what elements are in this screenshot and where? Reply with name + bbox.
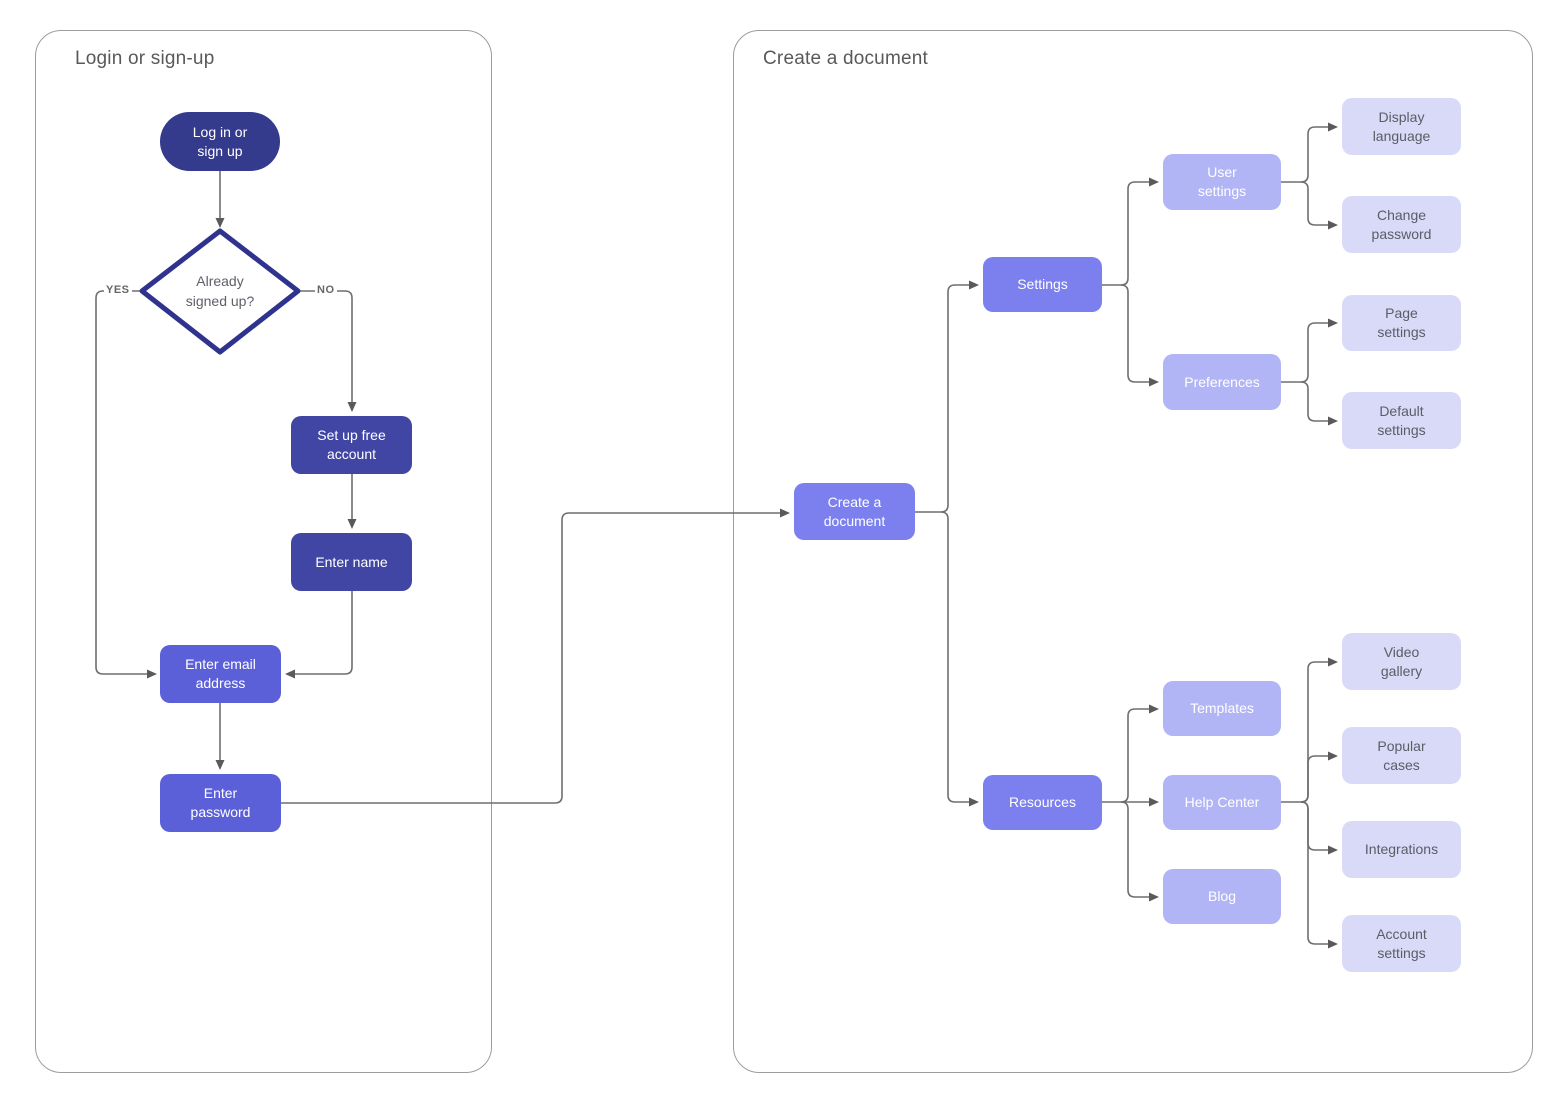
edge-label-yes: YES: [104, 284, 132, 296]
edge-to-settings: [940, 280, 979, 513]
node-change-password[interactable]: Change password: [1342, 196, 1461, 253]
edge-to-videogallery: [1300, 657, 1338, 803]
node-blog[interactable]: Blog: [1163, 869, 1281, 924]
node-help-center[interactable]: Help Center: [1163, 775, 1281, 830]
edge-to-blog: [1120, 801, 1159, 902]
node-popular-cases[interactable]: Popular cases: [1342, 727, 1461, 784]
node-set-up-free-account[interactable]: Set up free account: [291, 416, 412, 474]
edge-to-resources: [940, 511, 979, 807]
node-help-center-label: Help Center: [1184, 794, 1260, 811]
node-enter-password-label: Enter password: [190, 785, 251, 820]
node-default-settings[interactable]: Default settings: [1342, 392, 1461, 449]
edge-password-to-createdoc: [281, 508, 790, 804]
node-login-start-label: Log in or sign up: [192, 123, 248, 159]
edge-to-pagesettings: [1300, 318, 1338, 383]
node-default-settings-label: Default settings: [1377, 402, 1426, 438]
node-enter-name-label: Enter name: [315, 553, 388, 570]
node-page-settings[interactable]: Page settings: [1342, 295, 1461, 351]
node-display-language-label: Display language: [1372, 108, 1431, 144]
node-login-start[interactable]: Log in or sign up: [160, 112, 280, 171]
node-display-language[interactable]: Display language: [1342, 98, 1461, 155]
node-set-up-free-account-label: Set up free account: [317, 427, 386, 462]
node-enter-email[interactable]: Enter email address: [160, 645, 281, 703]
edge-decision-yes: [95, 290, 157, 679]
edge-to-accountsettings: [1300, 801, 1338, 949]
node-preferences[interactable]: Preferences: [1163, 354, 1281, 410]
node-user-settings[interactable]: User settings: [1163, 154, 1281, 210]
node-video-gallery[interactable]: Video gallery: [1342, 633, 1461, 690]
decision-diamond-shape[interactable]: [139, 228, 301, 355]
node-preferences-label: Preferences: [1184, 373, 1260, 390]
edge-to-usersettings: [1120, 177, 1159, 286]
edge-to-templates: [1120, 704, 1159, 803]
node-account-settings-label: Account settings: [1376, 925, 1427, 961]
edge-to-popularcases: [1300, 751, 1338, 803]
edge-to-preferences: [1120, 284, 1159, 387]
node-account-settings[interactable]: Account settings: [1342, 915, 1461, 972]
node-integrations[interactable]: Integrations: [1342, 821, 1461, 878]
edge-decision-no: [294, 290, 357, 412]
node-integrations-label: Integrations: [1364, 841, 1439, 858]
node-user-settings-label: User settings: [1197, 164, 1247, 199]
edge-to-changepassword: [1300, 181, 1338, 230]
container-create-document[interactable]: [733, 30, 1533, 1073]
edge-to-defaultsettings: [1300, 381, 1338, 426]
node-create-document[interactable]: Create a document: [794, 483, 915, 540]
node-templates-label: Templates: [1190, 700, 1254, 717]
node-enter-email-label: Enter email address: [185, 656, 256, 691]
node-change-password-label: Change password: [1371, 206, 1432, 242]
node-settings-label: Settings: [1017, 276, 1068, 293]
edge-entername-to-email: [285, 591, 353, 679]
edge-to-integrations: [1300, 801, 1338, 855]
edge-label-no: NO: [315, 284, 337, 296]
node-resources[interactable]: Resources: [983, 775, 1102, 830]
edge-to-displaylanguage: [1300, 122, 1338, 183]
container-login-signup[interactable]: [35, 30, 492, 1073]
node-blog-label: Blog: [1207, 888, 1237, 905]
node-enter-password[interactable]: Enter password: [160, 774, 281, 832]
node-settings[interactable]: Settings: [983, 257, 1102, 312]
node-create-document-label: Create a document: [823, 493, 886, 529]
node-page-settings-label: Page settings: [1377, 305, 1426, 340]
node-popular-cases-label: Popular cases: [1377, 737, 1426, 773]
node-enter-name[interactable]: Enter name: [291, 533, 412, 591]
node-video-gallery-label: Video gallery: [1380, 643, 1423, 679]
node-templates[interactable]: Templates: [1163, 681, 1281, 736]
container-create-title: Create a document: [763, 48, 928, 69]
container-login-title: Login or sign-up: [75, 48, 215, 69]
node-decision-label: Already signed up?: [185, 272, 255, 309]
node-resources-label: Resources: [1009, 794, 1076, 811]
